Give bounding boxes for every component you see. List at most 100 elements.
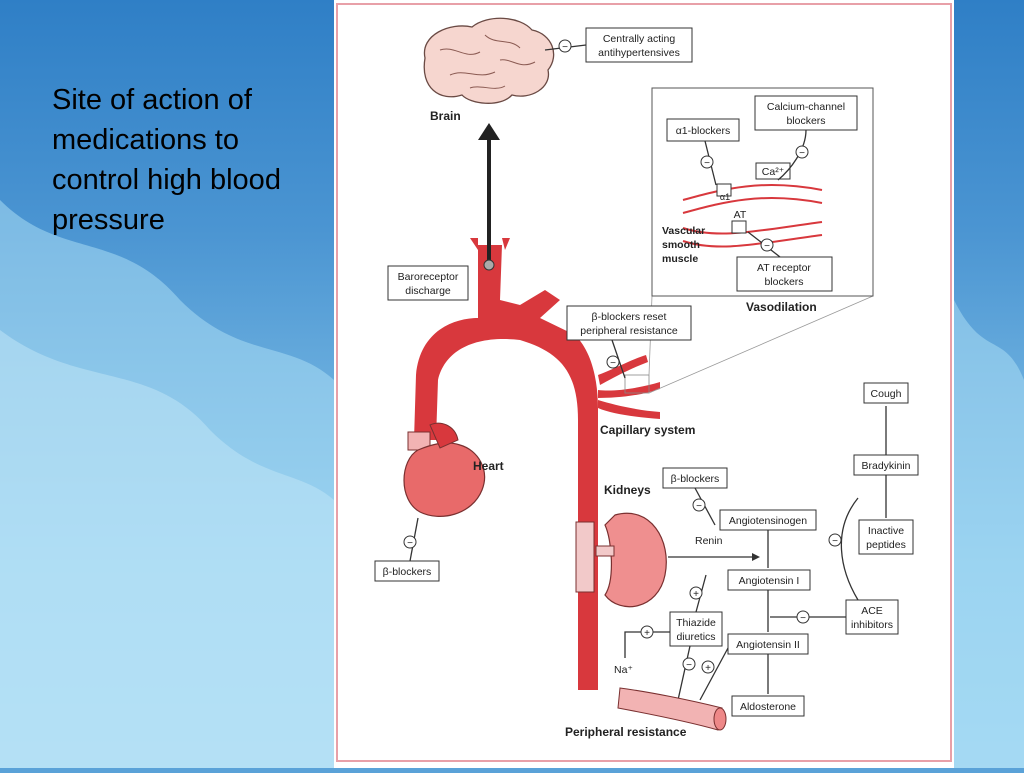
inactive-line2: peptides: [866, 539, 906, 551]
svg-text:+: +: [705, 663, 711, 674]
angiotensin2-pr-arrow: [699, 647, 729, 701]
thiazide-down-arrow: [677, 645, 691, 701]
cough-label: Cough: [871, 388, 902, 400]
vascular-line1: Vascular: [662, 225, 705, 237]
angiotensin2-label: Angiotensin II: [736, 639, 800, 651]
ca-label: Ca²⁺: [762, 166, 785, 178]
thiazide-line2: diuretics: [676, 631, 715, 643]
minus-sign: [795, 145, 809, 159]
svg-text:−: −: [800, 613, 806, 624]
minus-sign: [692, 498, 706, 512]
beta-reset-line2: peripheral resistance: [580, 325, 678, 337]
ace-box: [845, 599, 899, 635]
kidney-icon: [595, 512, 667, 608]
baroreceptor-line1: Baroreceptor: [398, 271, 459, 283]
at-receptor-line1: AT receptor: [757, 262, 811, 274]
right-background: [954, 0, 1024, 768]
wave-decoration: [0, 200, 334, 768]
calcium-box: [754, 95, 858, 131]
peripheral-vessel-icon: [617, 687, 727, 731]
minus-sign: [760, 238, 774, 252]
renal-vessel: [575, 521, 595, 593]
svg-text:−: −: [799, 148, 805, 159]
alpha1-box: [666, 118, 740, 142]
bradykinin-label: Bradykinin: [861, 460, 910, 472]
vessel-top: [682, 184, 823, 201]
slide-title: Site of action of medications to control…: [52, 84, 281, 236]
peripheral-label: Peripheral resistance: [565, 725, 687, 739]
kidneys-label: Kidneys: [604, 483, 651, 497]
ace-line2: inhibitors: [851, 619, 893, 631]
zoom-line: [648, 295, 874, 394]
wave-decoration-right: [954, 300, 1024, 768]
alpha-receptor-label: α1: [720, 192, 730, 202]
diagram-frame: [336, 3, 952, 762]
baroreceptor-line2: discharge: [405, 285, 451, 297]
minus-sign: [796, 610, 810, 624]
angiotensinogen-label: Angiotensinogen: [729, 515, 807, 527]
brain-label: Brain: [430, 109, 461, 123]
cough-box: [863, 382, 909, 404]
at-receptor-box: [736, 256, 833, 292]
baroreceptor-node: [483, 259, 495, 271]
vessel-top: [682, 197, 823, 214]
svg-text:−: −: [562, 42, 568, 53]
alpha-receptor: [716, 183, 732, 197]
heart-icon: [403, 422, 486, 517]
arrowhead: [478, 123, 500, 140]
diagram-panel: Brain Centrally acting antihypertensives…: [334, 0, 954, 768]
at-receptor-line2: blockers: [764, 276, 803, 288]
inactive-peptides-box: [858, 519, 914, 555]
ace-bradykinin-arrow: [840, 497, 859, 601]
minus-sign: [558, 39, 572, 53]
beta-heart-box: [374, 560, 440, 582]
vascular-line3: muscle: [662, 253, 698, 265]
at-receptor: [731, 220, 747, 234]
left-background: [0, 0, 334, 768]
vasodilation-label: Vasodilation: [746, 300, 817, 314]
ace-line1: ACE: [861, 605, 883, 617]
svg-text:−: −: [704, 158, 710, 169]
minus-sign: [682, 657, 696, 671]
minus-sign: [700, 155, 714, 169]
beta-kidney-label: β-blockers: [671, 473, 720, 485]
baroreceptor-box: [387, 265, 469, 301]
svg-text:−: −: [407, 538, 413, 549]
alpha1-label: α1-blockers: [676, 125, 731, 137]
minus-sign: [403, 535, 417, 549]
thiazide-box: [669, 611, 723, 647]
at-label: AT: [734, 209, 747, 221]
renin-label: Renin: [695, 535, 723, 547]
svg-text:−: −: [764, 241, 770, 252]
na-label: Na⁺: [614, 664, 633, 676]
inactive-line1: Inactive: [868, 525, 904, 537]
svg-text:+: +: [693, 589, 699, 600]
calcium-line1: Calcium-channel: [767, 101, 845, 113]
svg-text:−: −: [686, 660, 692, 671]
minus-sign: [606, 355, 620, 369]
blood-pressure-diagram: Brain Centrally acting antihypertensives…: [336, 3, 952, 762]
vascular-line2: smooth: [662, 239, 700, 251]
heart-label: Heart: [473, 459, 504, 473]
artery-system: [414, 238, 660, 690]
ca-channel-box: [755, 162, 791, 180]
svg-text:−: −: [832, 536, 838, 547]
plus-sign: [689, 586, 703, 600]
angiotensin1-label: Angiotensin I: [739, 575, 800, 587]
svg-text:−: −: [696, 501, 702, 512]
thiazide-na-arrow: [624, 631, 670, 658]
brain-icon: [423, 17, 555, 104]
minus-sign: [828, 533, 842, 547]
beta-reset-line1: β-blockers reset: [592, 311, 667, 323]
svg-text:−: −: [610, 358, 616, 369]
centrally-acting-line1: Centrally acting: [603, 33, 676, 45]
aldosterone-label: Aldosterone: [740, 701, 796, 713]
vessel-bottom: [682, 234, 823, 248]
aldosterone-box: [731, 695, 805, 717]
capillary-zoom-box: [624, 374, 650, 394]
centrally-acting-line2: antihypertensives: [598, 47, 680, 59]
calcium-arrow: [777, 129, 807, 181]
angiotensin1-box: [727, 569, 811, 591]
beta-heart-label: β-blockers: [383, 566, 432, 578]
plus-sign: [701, 660, 715, 674]
